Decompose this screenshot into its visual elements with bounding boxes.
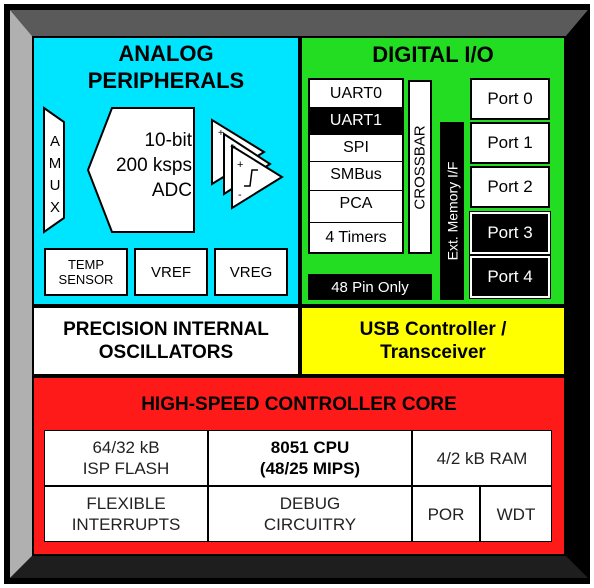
oscillators-line1: PRECISION INTERNAL [63, 319, 269, 340]
digital-title: DIGITAL I/O [372, 42, 494, 67]
port-4: Port 4 [469, 255, 551, 299]
port-0: Port 0 [470, 78, 550, 120]
vref-label: VREF [150, 263, 191, 281]
uart1-label: UART1 [329, 111, 383, 129]
smbus-item: SMBus [308, 161, 404, 188]
spi-label: SPI [343, 139, 369, 156]
adc-shape [86, 107, 195, 233]
svg-text:+: + [218, 128, 224, 139]
usb-line2: Transceiver [380, 342, 486, 363]
amux-letter-x: X [49, 199, 60, 216]
adc-bits: 10-bit [144, 130, 192, 151]
debug-cell: DEBUG CIRCUITRY [208, 486, 412, 542]
port-1: Port 1 [470, 122, 550, 164]
ext-memory-label: Ext. Memory I/F [444, 161, 461, 261]
crossbar-label-wrap: CROSSBAR [408, 80, 432, 254]
por-cell: POR [412, 486, 480, 542]
port-3: Port 3 [469, 211, 551, 255]
amux-letter-u: U [49, 177, 61, 194]
vref-box: VREF [134, 248, 208, 296]
crossbar-box [408, 80, 432, 254]
sensor-label: SENSOR [58, 272, 114, 287]
ram-label: 4/2 kB RAM [436, 448, 528, 468]
flash-size: 64/32 kB [92, 438, 160, 457]
wdt-label: WDT [496, 504, 536, 524]
port-0-label: Port 0 [487, 89, 533, 108]
analog-title-line1: ANALOG [118, 41, 214, 66]
port-4-label: Port 4 [487, 267, 533, 286]
core-title: HIGH-SPEED CONTROLLER CORE [141, 394, 457, 415]
port-3-label: Port 3 [487, 223, 533, 242]
uart0-item: UART0 [308, 80, 404, 107]
ext-memory-label-wrap: Ext. Memory I/F [440, 122, 464, 300]
svg-text:+: + [237, 159, 243, 171]
uart1-item: UART1 [308, 107, 404, 134]
debug-line1: DEBUG [279, 494, 341, 513]
analog-title: ANALOG PERIPHERALS [32, 40, 300, 94]
amux-letter-m: M [48, 155, 62, 172]
oscillators-line2: OSCILLATORS [98, 342, 234, 363]
adc-rate: 200 ksps [115, 155, 192, 176]
timers-label: 4 Timers [325, 228, 387, 246]
port-1-label: Port 1 [487, 133, 533, 152]
smbus-label: SMBus [330, 166, 382, 183]
wdt-cell: WDT [480, 486, 552, 542]
uart0-label: UART0 [329, 84, 383, 102]
adc-label: 10-bit 200 ksps ADC [96, 128, 192, 203]
amux-shape [43, 106, 65, 234]
temp-label: TEMP [67, 257, 105, 272]
adc-name: ADC [151, 180, 192, 201]
vreg-box: VREG [214, 248, 288, 296]
port-2: Port 2 [470, 166, 550, 208]
por-label: POR [427, 504, 465, 524]
usb-controller-block: USB Controller / Transceiver [300, 306, 566, 376]
usb-line1: USB Controller / [359, 319, 507, 340]
svg-text:+: + [230, 142, 236, 153]
svg-text:-: - [238, 189, 242, 201]
ext-memory-box [440, 122, 464, 300]
cpu-speed: (48/25 MIPS) [259, 459, 361, 478]
comparator-icon: + + + - [211, 118, 284, 210]
pca-label: PCA [339, 195, 373, 212]
analog-title-line2: PERIPHERALS [87, 68, 245, 93]
temp-sensor-box: TEMP SENSOR [44, 248, 128, 296]
isp-flash-cell: 64/32 kB ISP FLASH [44, 430, 208, 486]
flash-type: ISP FLASH [82, 459, 170, 478]
timers-item: 4 Timers [308, 222, 404, 252]
cpu-name: 8051 CPU [270, 438, 350, 457]
interrupts-cell: FLEXIBLE INTERRUPTS [44, 486, 208, 542]
ram-cell: 4/2 kB RAM [412, 430, 552, 486]
precision-oscillators-block: PRECISION INTERNAL OSCILLATORS [32, 306, 300, 376]
pin-note-label: 48 Pin Only [331, 278, 409, 296]
vreg-label: VREG [229, 263, 273, 281]
pin-note-box: 48 Pin Only [308, 274, 432, 300]
amux-label: A M U X [44, 120, 66, 230]
interrupts-line2: INTERRUPTS [71, 515, 181, 534]
debug-line2: CIRCUITRY [263, 515, 357, 534]
amux-letter-a: A [49, 133, 60, 150]
analog-shapes: + + + - [43, 106, 284, 234]
interrupts-line1: FLEXIBLE [86, 494, 166, 513]
pca-item: PCA [308, 190, 404, 217]
spi-item: SPI [308, 134, 404, 161]
cpu-cell: 8051 CPU (48/25 MIPS) [208, 430, 412, 486]
port-2-label: Port 2 [487, 177, 533, 196]
crossbar-label: CROSSBAR [411, 124, 429, 210]
